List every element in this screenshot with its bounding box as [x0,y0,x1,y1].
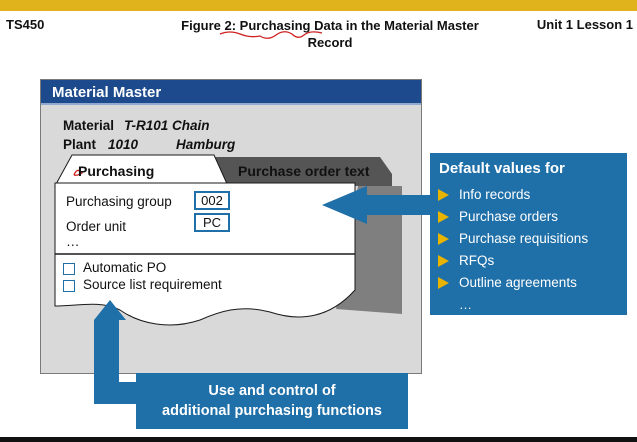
bullet-triangle-icon [438,211,449,223]
tab-purchasing[interactable]: Purchasing [78,163,155,179]
default-item-info-records: Info records [438,186,588,208]
purchasing-functions-box: Use and control of additional purchasing… [136,373,408,429]
tab-purchase-order-text[interactable]: Purchase order text [238,163,370,179]
course-code: TS450 [6,17,45,32]
default-item-purchase-requisitions: Purchase requisitions [438,230,588,252]
purchasing-functions-line2: additional purchasing functions [162,403,382,419]
plant-name: Hamburg [176,137,236,152]
order-unit-field[interactable]: PC [194,213,230,232]
purchasing-group-label: Purchasing group [66,194,172,209]
bullet-triangle-icon [438,277,449,289]
figure-title-line1: Figure 2: Purchasing Data in the Materia… [181,18,479,33]
arrow-to-checkboxes [94,300,136,404]
automatic-po-checkbox[interactable] [63,263,75,275]
top-accent-bar [0,0,637,11]
tab-annotation-mark [73,169,83,176]
purchase-order-text-tab [212,157,392,186]
bullet-triangle-icon [438,233,449,245]
material-master-title: Material Master [41,80,421,105]
material-value: T-R101 Chain [124,118,210,133]
default-item-rfqs: RFQs [438,252,588,274]
order-unit-label: Order unit [66,219,127,234]
default-item-purchase-orders: Purchase orders [438,208,588,230]
figure-title: Figure 2: Purchasing Data in the Materia… [140,17,520,51]
source-list-checkbox[interactable] [63,280,75,292]
default-values-more: … [459,297,472,312]
purchasing-functions-line1: Use and control of [208,383,336,399]
red-annotation-scribble [219,31,323,39]
default-values-list: Info records Purchase orders Purchase re… [438,186,588,296]
automatic-po-label: Automatic PO [83,260,167,275]
bullet-triangle-icon [438,189,449,201]
bullet-triangle-icon [438,255,449,267]
unit-lesson: Unit 1 Lesson 1 [536,17,633,32]
default-values-title: Default values for [439,160,565,177]
bottom-rule [0,437,637,442]
default-values-box: Default values for Info records Purchase… [430,153,627,315]
material-label: Material [63,118,115,133]
default-item-outline-agreements: Outline agreements [438,274,588,296]
plant-number: 1010 [108,137,139,152]
source-list-label: Source list requirement [83,277,222,292]
more-fields-ellipsis: … [66,234,80,249]
figure-title-line2: Record [307,35,353,50]
arrow-to-value-boxes [322,186,430,224]
purchasing-group-field[interactable]: 002 [194,191,230,210]
plant-label: Plant [63,137,97,152]
